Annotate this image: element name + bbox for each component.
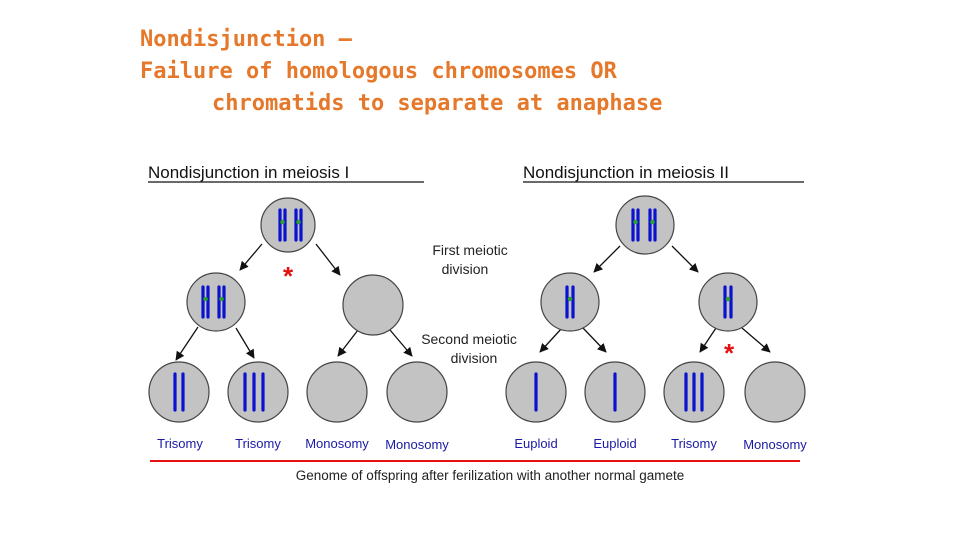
centromere: [296, 219, 301, 225]
cell: [260, 197, 316, 253]
title-line-2: Failure of homologous chromosomes OR: [140, 59, 617, 84]
outcome-label: Trisomy: [671, 436, 717, 451]
first-division-label: First meiotic division: [432, 242, 511, 277]
outcome-label: Monosomy: [743, 437, 807, 452]
first-division-label-line-2: division: [442, 261, 489, 277]
outcome-label: Euploid: [593, 436, 636, 451]
outcome-label: Euploid: [514, 436, 557, 451]
division-arrow: [671, 245, 699, 273]
title-line-3: chromatids to separate at anaphase: [212, 91, 663, 116]
cell: [615, 195, 675, 255]
cell-body: [744, 361, 806, 423]
division-arrow: [239, 243, 263, 271]
slide-title: Nondisjunction – Failure of homologous c…: [140, 24, 840, 120]
outcome-label: Monosomy: [305, 436, 369, 451]
division-arrows: [175, 243, 771, 361]
cell-body: [698, 272, 758, 332]
division-arrow: [315, 243, 341, 276]
cell-body: [386, 361, 448, 423]
nondisjunction-marker-meiosis-2: *: [724, 338, 735, 368]
centromere: [219, 296, 224, 302]
cell: [306, 361, 368, 423]
cell: [663, 361, 725, 423]
cell-body: [342, 274, 404, 336]
cell-body: [540, 272, 600, 332]
centromere: [567, 296, 573, 302]
cell: [342, 274, 404, 336]
division-arrow: [337, 329, 359, 357]
division-arrow: [235, 327, 255, 359]
second-division-label-line-2: division: [451, 350, 498, 366]
cell-body: [306, 361, 368, 423]
cell-body: [227, 361, 289, 423]
cell-body: [148, 361, 210, 423]
cell: [540, 272, 600, 332]
second-division-label-line-1: Second meiotic: [421, 331, 517, 347]
cells-layer: [148, 195, 806, 423]
second-division-label: Second meiotic division: [421, 331, 521, 366]
division-arrow: [539, 327, 563, 353]
cell: [386, 361, 448, 423]
division-arrow: [741, 327, 771, 353]
cell: [148, 361, 210, 423]
division-arrow: [582, 327, 607, 353]
cell-body: [615, 195, 675, 255]
cell: [744, 361, 806, 423]
cell: [227, 361, 289, 423]
division-arrow: [699, 327, 717, 353]
division-arrow: [593, 245, 621, 273]
centromere: [203, 296, 208, 302]
panel-title-meiosis-2: Nondisjunction in meiosis II: [523, 163, 729, 182]
outcome-label: Trisomy: [157, 436, 203, 451]
cell: [584, 361, 646, 423]
cell-body: [186, 272, 246, 332]
footer-caption: Genome of offspring after ferilization w…: [296, 468, 684, 483]
panel-title-meiosis-1: Nondisjunction in meiosis I: [148, 163, 349, 182]
nondisjunction-marker-meiosis-1: *: [283, 261, 294, 291]
cell-body: [260, 197, 316, 253]
cell: [186, 272, 246, 332]
division-arrow: [175, 326, 199, 361]
outcome-label: Trisomy: [235, 436, 281, 451]
centromere: [725, 296, 731, 302]
first-division-label-line-1: First meiotic: [432, 242, 507, 258]
outcome-label: Monosomy: [385, 437, 449, 452]
cell: [698, 272, 758, 332]
centromere: [633, 219, 638, 225]
centromere: [650, 219, 655, 225]
division-arrow: [389, 329, 413, 357]
title-line-1: Nondisjunction –: [140, 27, 352, 52]
cell: [505, 361, 567, 423]
centromere: [280, 219, 285, 225]
